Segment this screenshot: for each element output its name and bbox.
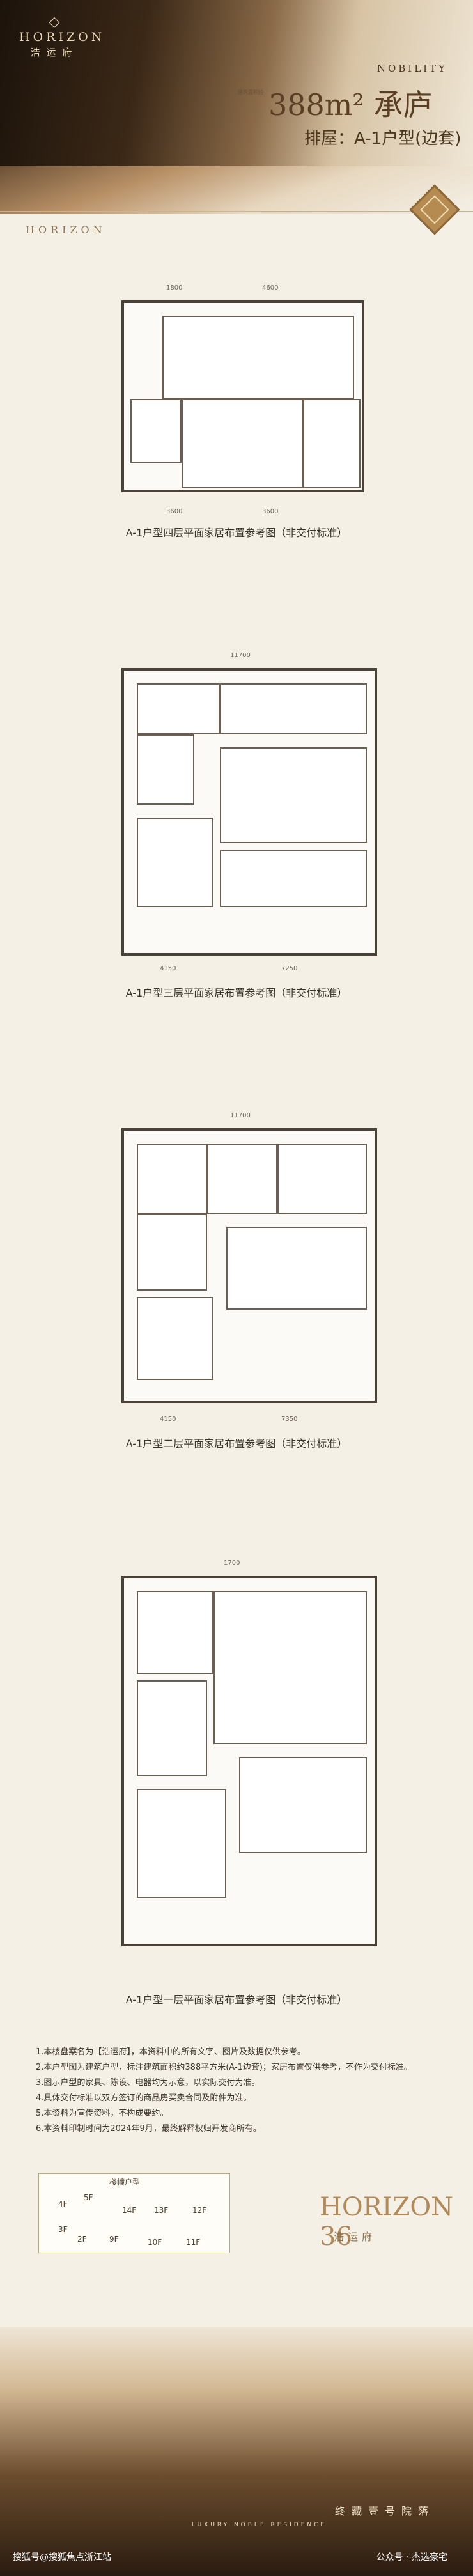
dim-label: 7250 (281, 965, 298, 972)
dim-label: 3600 (262, 508, 279, 515)
site-keyplan: 楼幢户型 4F 5F 14F 13F 12F 3F 2F 9F 10F 11F (38, 2173, 230, 2253)
floor-plan-3f (121, 668, 377, 956)
note: 4.具体交付标准以双方签订的商品房买卖合同及附件为准。 (36, 2093, 252, 2103)
keyplan-title: 楼幢户型 (109, 2178, 141, 2187)
divider (0, 211, 473, 212)
room (182, 399, 303, 488)
footer-sub: LUXURY NOBLE RESIDENCE (192, 2522, 327, 2528)
room (207, 1144, 277, 1214)
area-small-label: 建筑面积约 (238, 89, 263, 95)
building-label: 9F (109, 2235, 119, 2244)
note: 6.本资料印制时间为2024年9月，最终解释权归开发商所有。 (36, 2124, 261, 2134)
note: 1.本楼盘案名为【浩运府】，本资料中的所有文字、图片及数据仅供参考。 (36, 2047, 306, 2057)
room (137, 1591, 213, 1674)
horizon-sub: HORIZON (26, 224, 106, 236)
stair (130, 399, 182, 463)
note: 2.本户型图为建筑户型，标注建筑面积约388平方米(A-1边套)；家居布置仅供参… (36, 2063, 412, 2072)
rowhouse-label: 排屋：A-1户型(边套) (304, 129, 461, 148)
plan-caption: A-1户型三层平面家居布置参考图（非交付标准） (125, 987, 348, 999)
room (220, 850, 367, 907)
room (277, 1144, 367, 1214)
room (213, 1591, 367, 1744)
dim-label: 1800 (166, 284, 183, 291)
logo-cn: 浩运府 (30, 47, 79, 58)
building-label: 12F (192, 2206, 207, 2215)
stair (137, 1680, 207, 1776)
disclaimer-notes: 1.本楼盘案名为【浩运府】，本资料中的所有文字、图片及数据仅供参考。 2.本户型… (36, 2045, 438, 2138)
room (137, 818, 213, 907)
building-label: 3F (58, 2225, 68, 2234)
building-label: 4F (58, 2200, 68, 2208)
note: 3.图示户型的家具、陈设、电器均为示意，以实际交付为准。 (36, 2078, 260, 2088)
room (162, 316, 354, 399)
building-label: 13F (154, 2206, 169, 2215)
stair (137, 734, 194, 805)
building-label: 14F (122, 2206, 137, 2215)
stair (137, 1214, 207, 1291)
logo-mark-icon: ◇ (49, 14, 60, 30)
plan-caption: A-1户型一层平面家居布置参考图（非交付标准） (125, 1994, 348, 2006)
logo: ◇ HORIZON 浩运府 (19, 14, 105, 59)
footer-banner (0, 2327, 473, 2576)
room (137, 1789, 226, 1898)
dim-label: 4150 (160, 1416, 176, 1423)
room (226, 1227, 367, 1310)
plan-caption: A-1户型二层平面家居布置参考图（非交付标准） (125, 1438, 348, 1450)
area-title: 388m² 承庐 (268, 88, 433, 122)
watermark-right: 公众号 · 杰选豪宅 (376, 2552, 447, 2563)
floor-plan-4f (121, 300, 364, 492)
building-label: 11F (186, 2238, 201, 2247)
room (303, 399, 361, 488)
header-banner (0, 0, 473, 214)
floor-plan-2f (121, 1128, 377, 1403)
dim-label: 7350 (281, 1416, 298, 1423)
dim-label: 11700 (230, 1112, 251, 1119)
room (220, 747, 367, 843)
logo-en: HORIZON (19, 30, 105, 44)
watermark-left: 搜狐号@搜狐焦点浙江站 (13, 2552, 111, 2563)
room (137, 683, 220, 734)
building-label: 2F (77, 2235, 87, 2244)
nobility-label: NOBILITY (376, 63, 447, 74)
building-label: 10F (148, 2238, 162, 2247)
room (137, 1297, 213, 1380)
building-label: 5F (84, 2193, 93, 2202)
brand-logo: HORIZON 36 (320, 2192, 454, 2251)
garden (239, 1757, 367, 1853)
dim-label: 11700 (230, 652, 251, 659)
plan-caption: A-1户型四层平面家居布置参考图（非交付标准） (125, 527, 348, 539)
header-background (0, 0, 473, 166)
note: 5.本资料为宣传资料，不构成要约。 (36, 2109, 169, 2118)
dim-label: 4150 (160, 965, 176, 972)
room (220, 683, 367, 734)
room (137, 1144, 207, 1214)
dim-label: 3600 (166, 508, 183, 515)
floor-plan-1f (121, 1576, 377, 1946)
footer-slogan: 终藏壹号院落 (334, 2505, 435, 2517)
dim-label: 4600 (262, 284, 279, 291)
dim-label: 1700 (224, 1560, 240, 1567)
brand-cn: 浩运府 (334, 2231, 376, 2243)
